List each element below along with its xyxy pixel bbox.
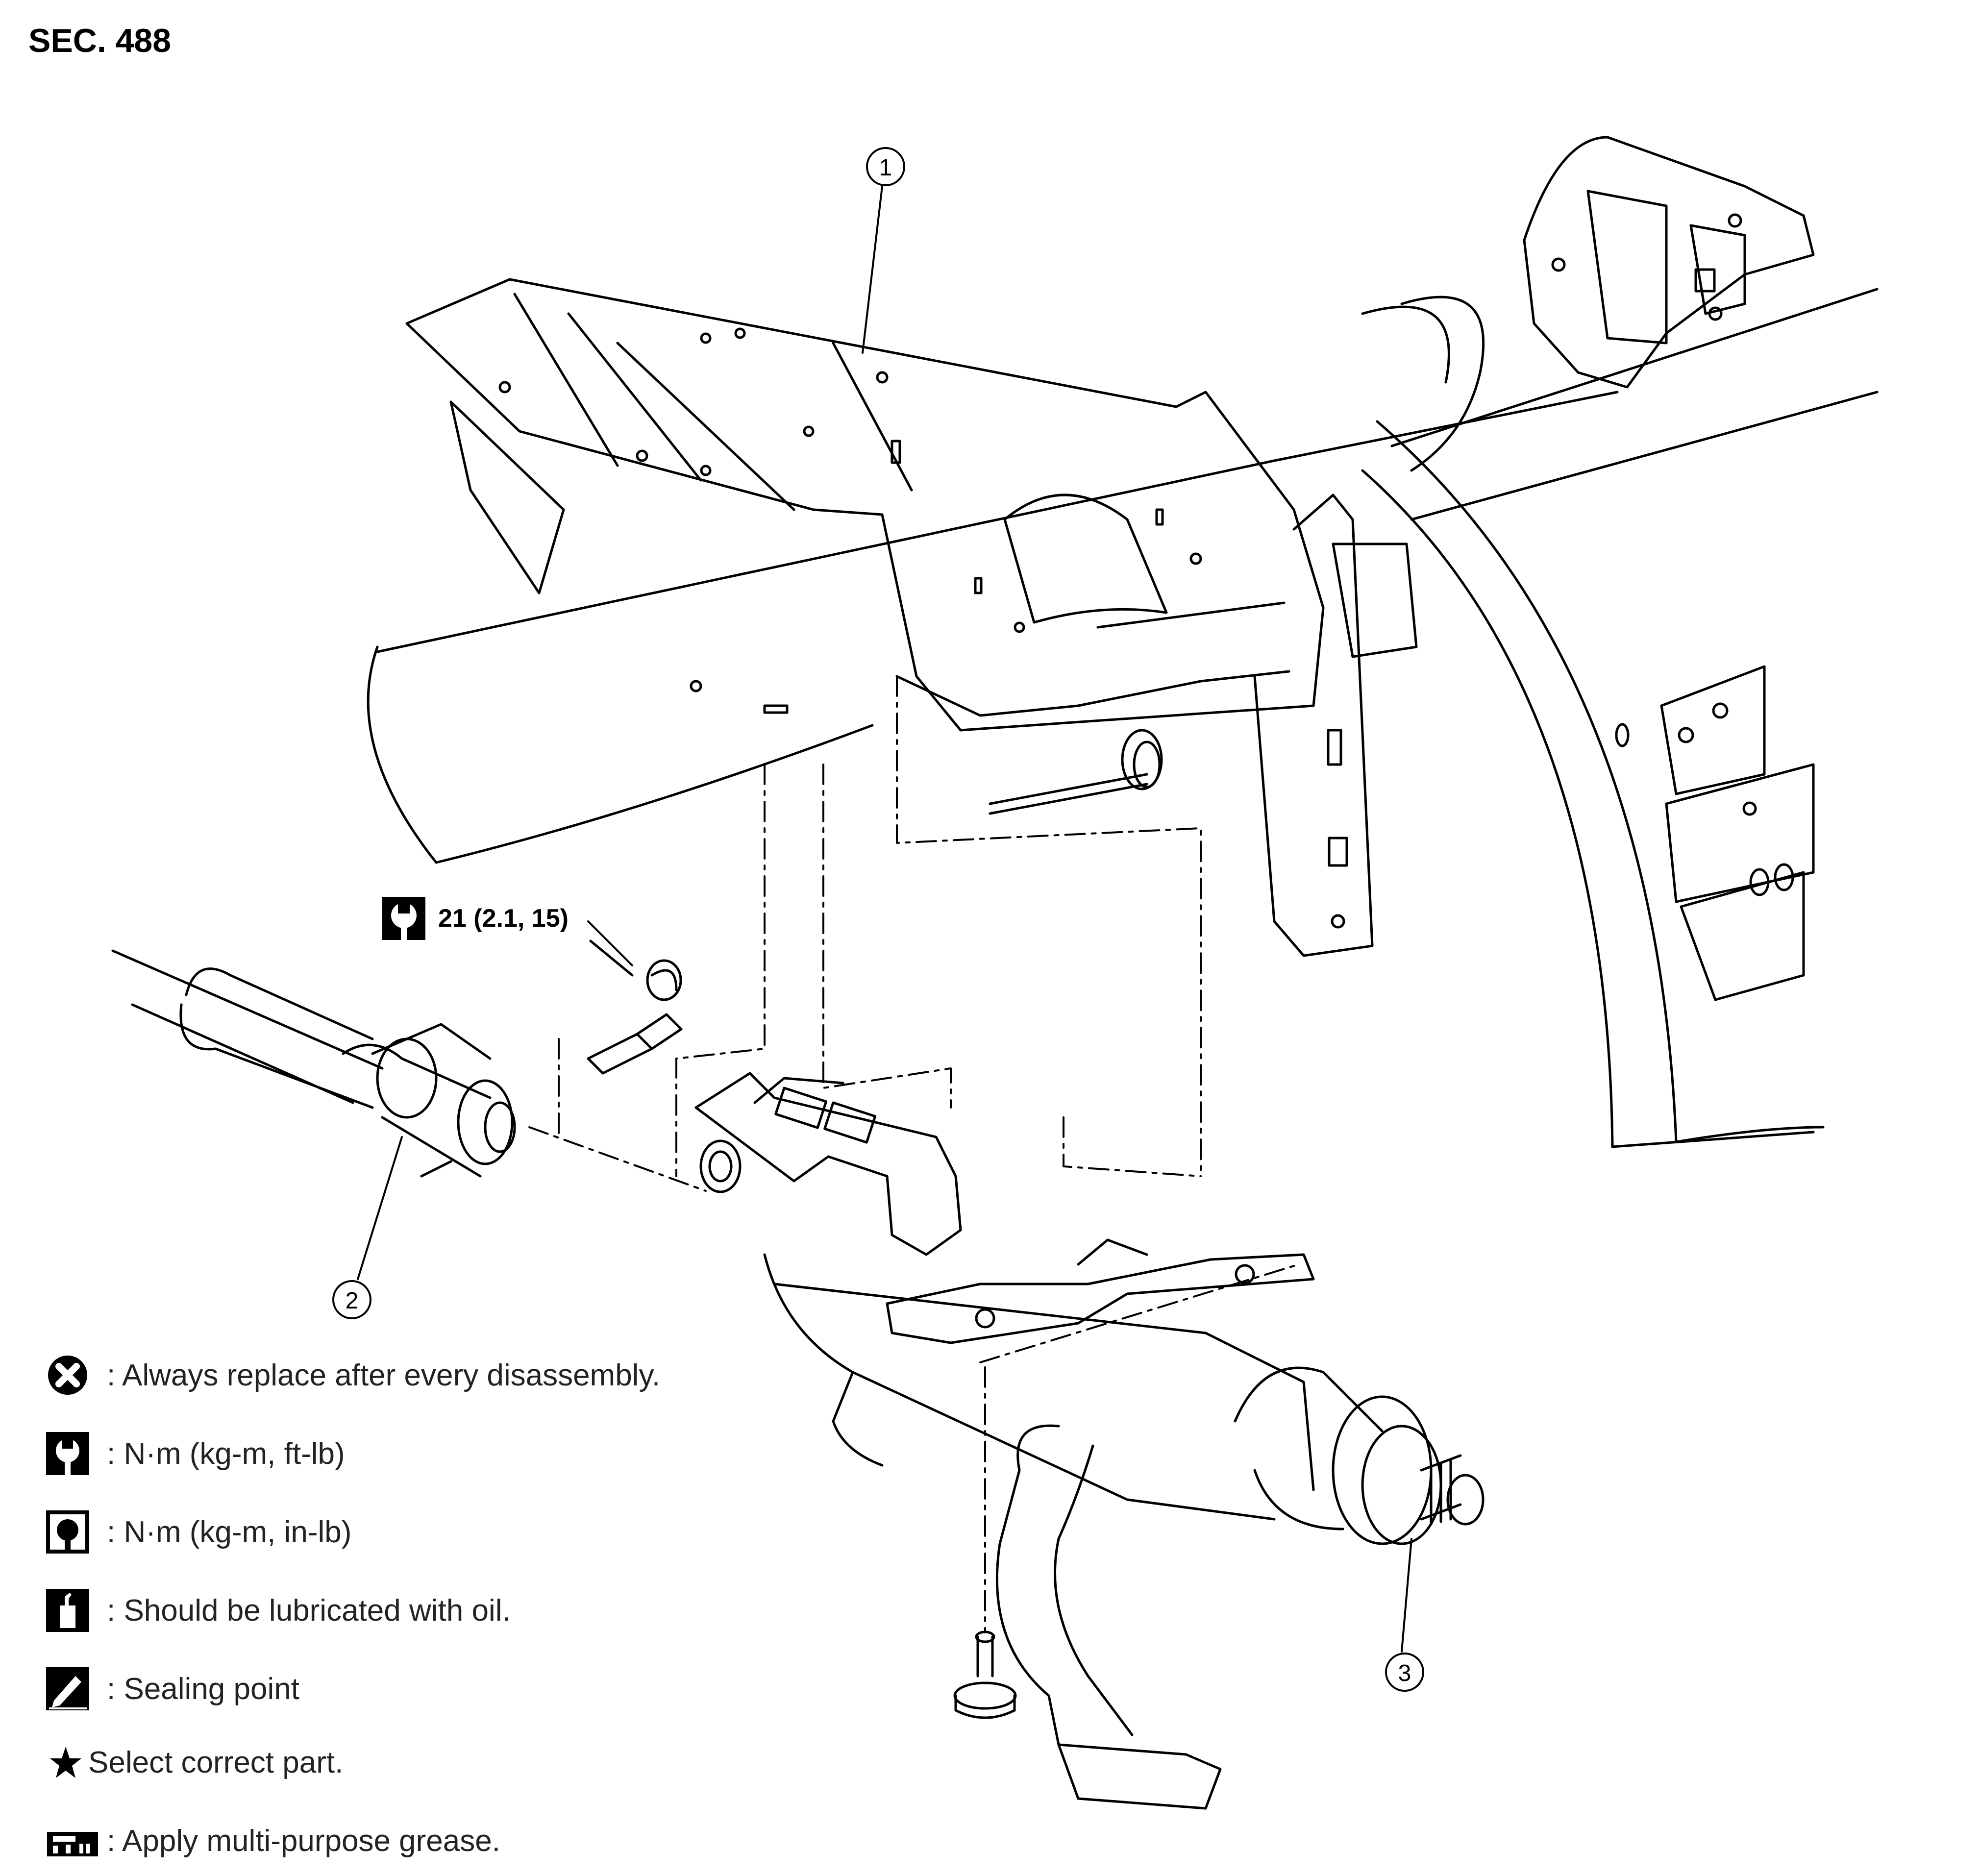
side-bracket <box>1253 136 1815 1001</box>
callout-3: 3 <box>1385 1653 1424 1692</box>
legend-text-torque-inlb: : N·m (kg-m, in-lb) <box>107 1515 352 1549</box>
mounting-bolt-lower <box>953 1630 1017 1719</box>
legend-row-torque-inlb: : N·m (kg-m, in-lb) <box>45 1509 351 1555</box>
legend-row-replace: : Always replace after every disassembly… <box>45 1353 660 1398</box>
torque-wrench-solid-icon <box>45 1509 103 1555</box>
callout-2-label: 2 <box>346 1288 359 1314</box>
legend-text-select: Select correct part. <box>88 1745 344 1779</box>
oil-can-icon <box>45 1588 103 1633</box>
callout-3-label: 3 <box>1398 1660 1411 1686</box>
steering-column <box>694 1072 1485 1810</box>
replace-x-icon <box>45 1353 103 1398</box>
assembly-guide-lines <box>528 675 1300 1633</box>
torque-spec: 21 (2.1, 15) <box>381 896 569 941</box>
legend-row-torque-ftlb: : N·m (kg-m, ft-lb) <box>45 1431 345 1476</box>
cross-car-beam <box>367 288 1879 1148</box>
section-number: SEC. 488 <box>28 22 172 59</box>
legend-row-oil: : Should be lubricated with oil. <box>45 1588 511 1633</box>
sealing-point-icon <box>45 1666 103 1711</box>
torque-wrench-open-icon <box>381 896 426 941</box>
callout-1: 1 <box>866 147 905 186</box>
intermediate-shaft <box>111 949 516 1178</box>
legend-text-torque-ftlb: : N·m (kg-m, ft-lb) <box>107 1436 345 1471</box>
steering-member-bracket <box>405 278 1325 732</box>
legend-text-oil: : Should be lubricated with oil. <box>107 1593 511 1628</box>
callout-2: 2 <box>332 1280 371 1319</box>
legend-row-sealing: : Sealing point <box>45 1666 299 1711</box>
callout-1-label: 1 <box>879 155 892 181</box>
legend-text-grease: : Apply multi-purpose grease. <box>107 1824 500 1858</box>
mounting-bolt-upper <box>989 729 1163 815</box>
grease-gun-icon <box>45 1818 103 1863</box>
legend-row-grease: : Apply multi-purpose grease. <box>45 1818 500 1863</box>
torque-value: 21 (2.1, 15) <box>438 904 569 933</box>
torque-wrench-open-icon <box>45 1431 103 1476</box>
callout-leaders <box>357 185 1412 1653</box>
legend-row-select: Select correct part. <box>50 1740 343 1785</box>
star-icon <box>50 1740 84 1785</box>
legend-text-replace: : Always replace after every disassembly… <box>107 1358 661 1392</box>
torque-bolt <box>587 939 683 1075</box>
legend-text-sealing: : Sealing point <box>107 1672 299 1706</box>
